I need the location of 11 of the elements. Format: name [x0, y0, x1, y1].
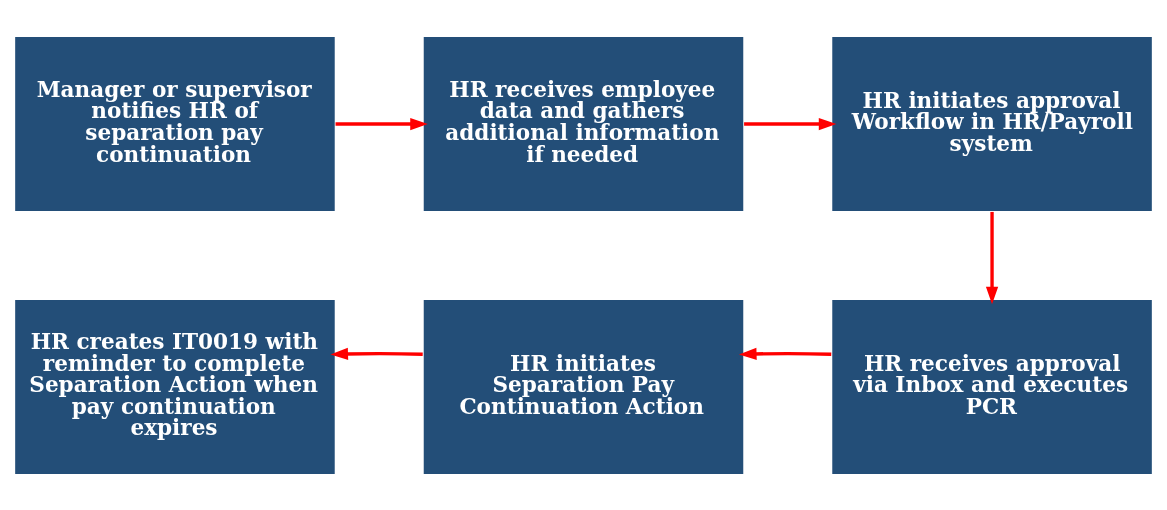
arrow [739, 347, 832, 360]
arrow [985, 211, 999, 304]
node-box: HR creates IT0019 with reminder to complete Separation Action when pay continuation expires [13, 298, 337, 475]
node-box: HR receives employee data and gathers additional information if needed [422, 35, 745, 212]
node-box: Manager or supervisor notifies HR of separation pay continuation [13, 35, 337, 212]
arrow [335, 117, 428, 130]
node-box: HR initiates Separation Pay Continuation Action [422, 298, 745, 475]
arrow [744, 117, 837, 130]
arrow [330, 347, 423, 360]
node-box: HR receives approval via Inbox and executes PCR [830, 298, 1154, 475]
node-box: HR initiates approval Workflow in HR/Payroll system [830, 35, 1154, 212]
